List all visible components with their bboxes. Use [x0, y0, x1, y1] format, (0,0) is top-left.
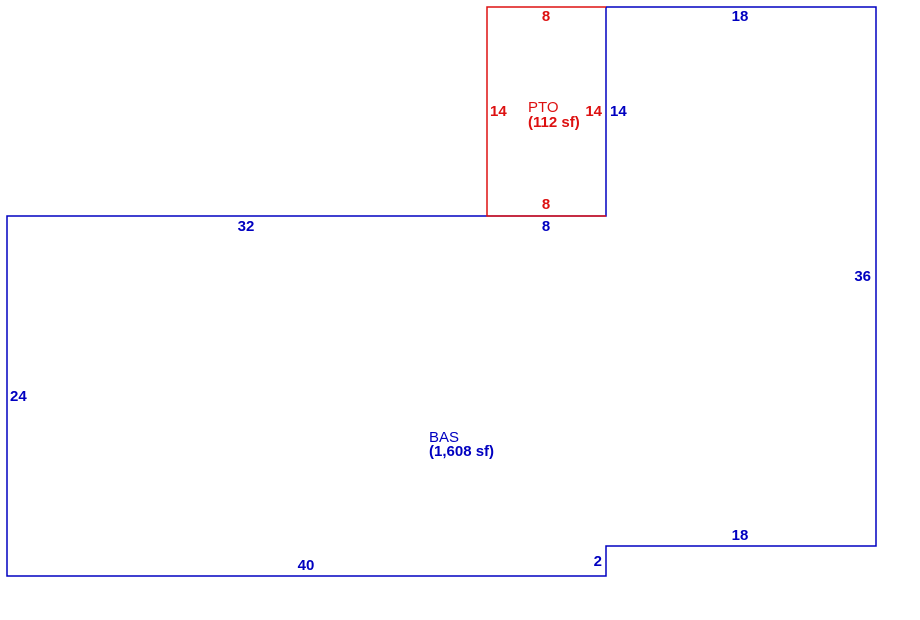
pto-dim-bottom: 8 — [542, 196, 550, 213]
bas-dim-right-upper: 14 — [610, 103, 627, 120]
pto-area-size: (112 sf) — [528, 114, 580, 131]
bas-outline — [6, 6, 877, 577]
pto-outline — [486, 6, 606, 217]
pto-dim-top: 8 — [542, 8, 550, 25]
bas-dim-top-left: 32 — [238, 218, 255, 235]
bas-dim-top-mid: 8 — [542, 218, 550, 235]
bas-area-size: (1,608 sf) — [429, 443, 494, 460]
bas-dim-left: 24 — [10, 388, 27, 405]
bas-dim-top-right: 18 — [732, 8, 749, 25]
pto-area-code: PTO — [528, 99, 559, 116]
bas-area-code: BAS — [429, 429, 459, 446]
bas-dim-right: 36 — [854, 268, 871, 285]
bas-dim-bottom-left: 40 — [298, 557, 315, 574]
pto-dim-right: 14 — [585, 103, 602, 120]
bas-dim-bottom-right: 18 — [732, 527, 749, 544]
pto-dim-left: 14 — [490, 103, 507, 120]
bas-dim-step: 2 — [594, 553, 602, 570]
